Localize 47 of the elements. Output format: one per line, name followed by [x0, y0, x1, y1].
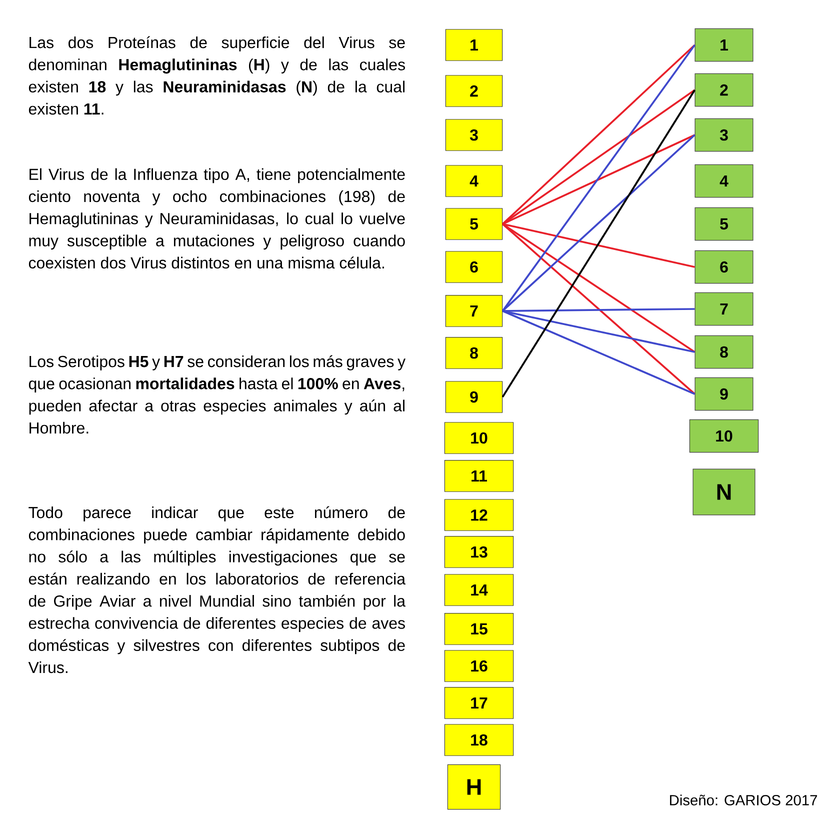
number-box: 1	[445, 29, 503, 61]
paragraph: Los Serotipos H5 y H7 se consideran los más graves y que ocasionan mortalidades hasta el 100% en Aves, pueden afectar a otras especies animales y aún al Hombre.	[28, 355, 406, 434]
number-box: 16	[444, 650, 514, 682]
number-box: 12	[444, 499, 514, 531]
connector-line	[502, 310, 695, 353]
connector-line	[502, 44, 696, 225]
number-box: 18	[444, 724, 514, 756]
number-box: 3	[694, 118, 754, 152]
connector-line	[502, 223, 695, 268]
connector-line	[502, 223, 696, 353]
number-box: N	[692, 468, 756, 516]
connector-line	[502, 134, 696, 312]
number-box: H	[447, 764, 501, 810]
number-box: 6	[694, 250, 754, 284]
connector-line	[502, 223, 696, 395]
number-box: 10	[689, 419, 759, 453]
number-box: 2	[445, 75, 503, 107]
number-box: 7	[694, 292, 754, 326]
credit: Diseño: GARIOS 2017	[670, 794, 817, 806]
connector-line	[502, 310, 696, 395]
paragraph: Las dos Proteínas de superficie del Virus se denominan Hemaglutininas (H) y de las cuales existen 18 y las Neuraminidasas (N) de la cual existen 11.	[28, 36, 405, 115]
number-box: 7	[445, 295, 503, 327]
connector-line	[502, 44, 696, 312]
number-box: 6	[445, 251, 503, 283]
connector-line	[502, 90, 696, 398]
number-box: 10	[444, 422, 514, 454]
number-box: 1	[694, 28, 754, 62]
number-box: 14	[444, 574, 514, 606]
number-box: 5	[694, 207, 754, 241]
number-box: 8	[445, 337, 503, 369]
number-box: 2	[694, 73, 754, 107]
number-box: 15	[444, 613, 514, 645]
number-box: 9	[694, 377, 754, 411]
number-box: 11	[444, 460, 514, 492]
number-box: 8	[694, 335, 754, 369]
connector-line	[502, 308, 695, 312]
number-box: 4	[694, 164, 754, 198]
paragraph: Todo parece indicar que este número de combinaciones puede cambiar rápidamente debido no sólo a las múltiples investigaciones que se están realizando en los laboratorios de referencia de Gripe Aviar a nivel Mundial sino también por la estrecha convivencia de diferentes especies de aves domésticas y silvestres con diferentes subtipos de Virus.	[28, 506, 406, 674]
paragraph: El Virus de la Influenza tipo A, tiene potencialmente ciento noventa y ocho combinaciones (198) de Hemaglutininas y Neuraminidasas, lo cual lo vuelve muy susceptible a mutaciones y peligroso cuando coexisten dos Virus distintos en una misma célula.	[28, 168, 405, 269]
number-box: 13	[444, 536, 514, 568]
number-box: 5	[445, 208, 503, 240]
number-box: 3	[445, 119, 503, 151]
number-box: 9	[445, 381, 503, 413]
number-box: 17	[444, 687, 514, 719]
connector-line	[502, 89, 696, 225]
connector-line	[502, 134, 696, 225]
number-box: 4	[445, 165, 503, 197]
